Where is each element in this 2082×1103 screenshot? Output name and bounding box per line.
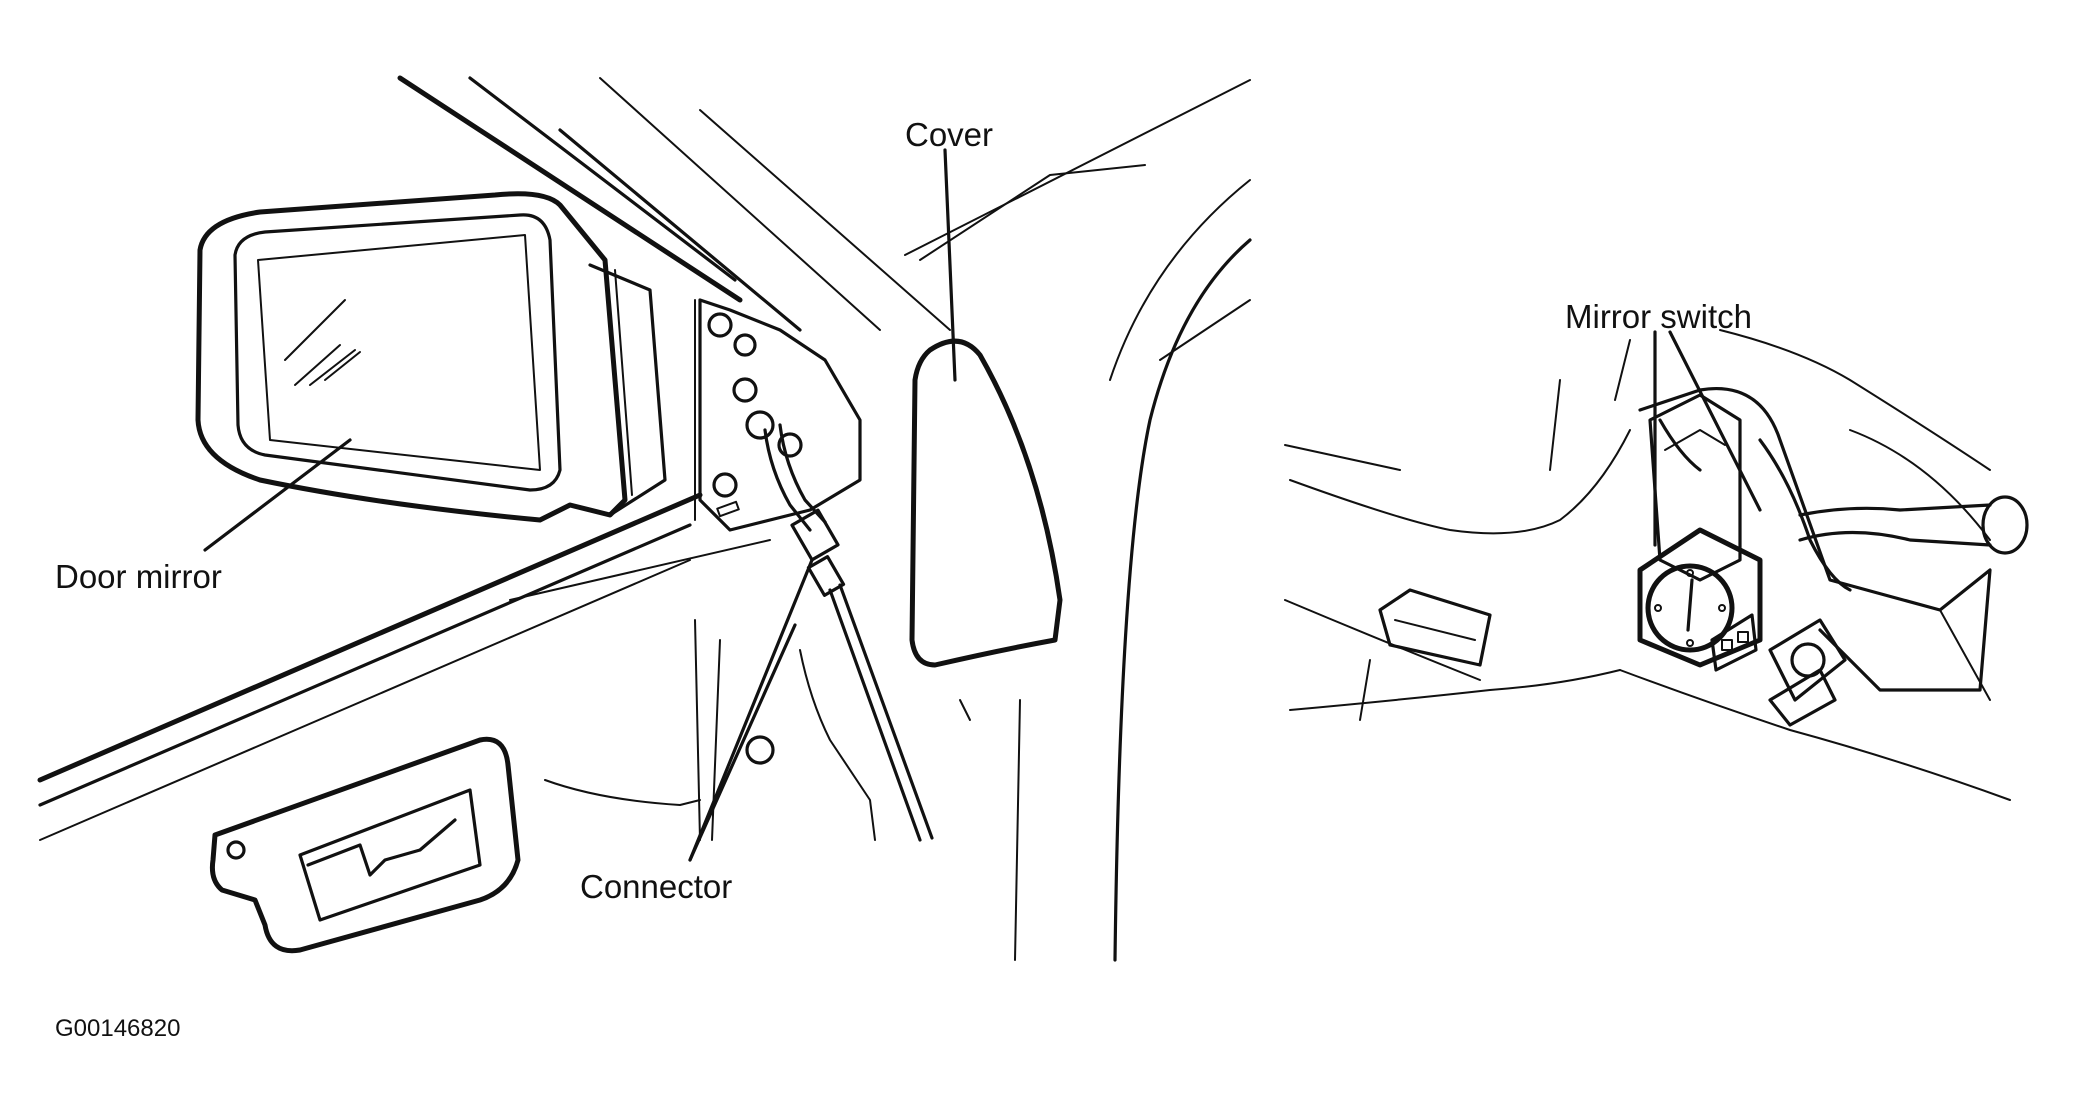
door-mirror — [195, 191, 667, 523]
mirror-switch-illustration — [1284, 329, 2029, 801]
door-mirror-leader — [203, 438, 352, 552]
door-mirror-label: Door mirror — [55, 558, 222, 595]
mirror-switch-label: Mirror switch — [1565, 298, 1752, 335]
door-handle — [209, 736, 521, 954]
connector — [763, 423, 934, 842]
door-mirror-illustration — [37, 75, 1252, 962]
connector-leader-2 — [688, 558, 814, 862]
connector-label: Connector — [580, 868, 733, 905]
mirror-switch-leader-2 — [1668, 330, 1762, 512]
cover-part — [909, 338, 1063, 668]
cover-leader — [943, 148, 957, 382]
figure-code: G00146820 — [55, 1015, 181, 1042]
mounting-screws — [707, 312, 803, 518]
cover-label: Cover — [905, 116, 994, 153]
mirror-switch — [1637, 527, 1763, 672]
